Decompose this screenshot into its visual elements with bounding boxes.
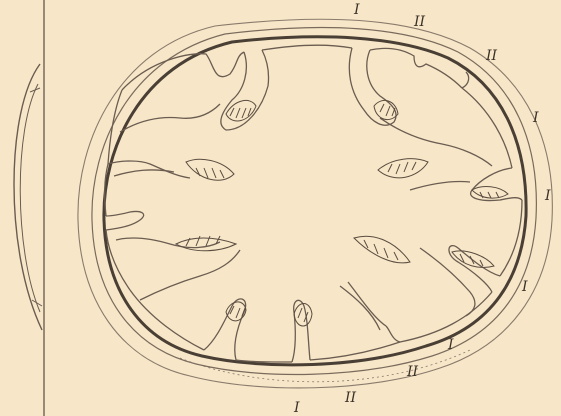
label-right-I-1: I [532, 110, 539, 126]
layer-labels: I II II I I I I II I II [293, 2, 551, 416]
label-top-II-a: II [413, 14, 426, 30]
left-shell-fragment [14, 64, 42, 330]
label-top-I: I [353, 2, 360, 18]
inner-lobes [105, 45, 522, 362]
label-right-I-2: I [544, 188, 551, 204]
label-lower-I: I [447, 337, 454, 353]
label-top-II-b: II [485, 48, 498, 64]
dotted-outer-line [180, 350, 470, 382]
label-right-I-3: I [521, 279, 528, 295]
label-bottom-I: I [293, 400, 300, 416]
thick-membrane [104, 37, 526, 365]
label-lower-II: II [406, 364, 419, 380]
hatched-regions [176, 100, 508, 326]
label-bottom-II: II [344, 390, 357, 406]
